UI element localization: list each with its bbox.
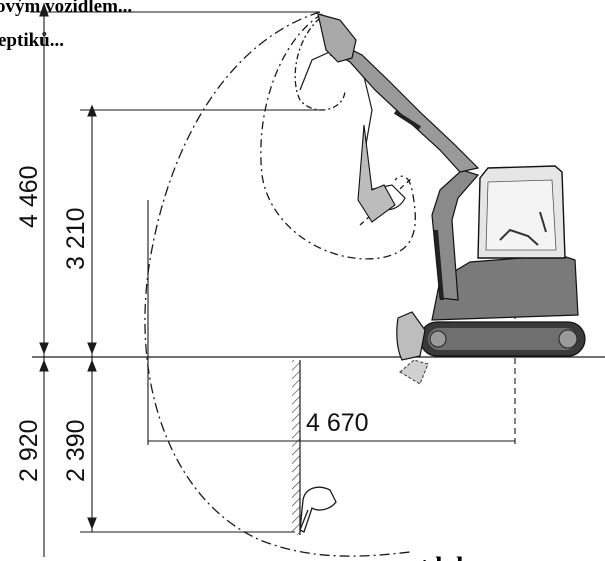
arrow-up-icon — [39, 359, 49, 372]
close-fold-envelope — [294, 17, 346, 111]
header-text-line-2: eptiků... — [0, 30, 64, 51]
dump-envelope — [260, 13, 416, 260]
excavator — [317, 13, 586, 385]
dozer-blade — [396, 311, 426, 361]
dimension-label-3210: 3 210 — [62, 207, 90, 270]
arrow-up-icon — [39, 2, 49, 17]
control-lever — [539, 211, 547, 233]
dimension-label-2920: 2 920 — [15, 419, 43, 482]
dimension-label-4670: 4 670 — [306, 409, 369, 437]
track-wheel — [558, 329, 578, 349]
dimension-label-4460: 4 460 — [15, 165, 43, 228]
vertical-wall-hatching — [292, 360, 300, 535]
track-inner — [428, 328, 577, 350]
dimension-label-2390: 2 390 — [62, 419, 90, 482]
arrow-down-icon — [87, 342, 97, 355]
arrow-down-icon — [39, 342, 49, 355]
boom — [431, 169, 480, 301]
reach-envelope — [144, 11, 416, 557]
bucket — [317, 13, 357, 63]
track-wheel — [429, 330, 447, 348]
bucket-at-depth — [299, 486, 337, 533]
arrow-down-icon — [87, 517, 97, 530]
arm-ghost-positions — [299, 44, 406, 211]
footer-text: t h l — [420, 552, 463, 561]
boom-cylinder — [434, 229, 444, 301]
arm — [336, 47, 480, 173]
header-text-line-1: ovým vozidlem... — [0, 0, 132, 17]
dozer-blade-lowered — [399, 359, 429, 385]
seat — [499, 228, 539, 246]
arm-cylinder — [393, 110, 422, 130]
arrow-up-icon — [87, 104, 97, 117]
arrow-up-icon — [87, 359, 97, 372]
arm-position-2 — [357, 124, 396, 223]
max-reach-envelope — [144, 11, 411, 557]
cab-window — [485, 179, 557, 251]
